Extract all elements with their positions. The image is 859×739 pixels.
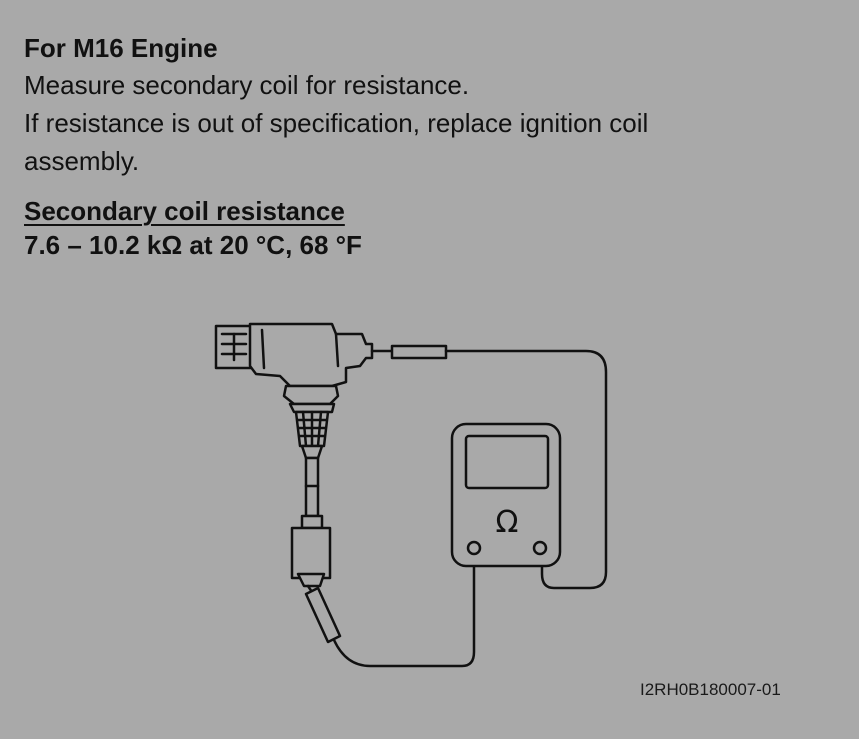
spec-title: Secondary coil resistance — [24, 196, 345, 226]
spec-value: 7.6 – 10.2 kΩ at 20 °C, 68 °F — [24, 230, 362, 260]
instruction-line-2: If resistance is out of specification, r… — [24, 108, 649, 138]
section-heading: For M16 Engine — [24, 33, 218, 63]
test-lead-icon — [390, 344, 608, 590]
instruction-line-1: Measure secondary coil for resistance. — [24, 70, 470, 100]
ignition-coil-icon — [214, 322, 394, 588]
instruction-line-3: assembly. — [24, 146, 140, 176]
ohm-symbol: Ω — [496, 505, 519, 540]
test-lead-icon — [304, 550, 476, 668]
ohmmeter-icon — [450, 422, 562, 568]
figure-id: I2RH0B180007-01 — [640, 680, 781, 699]
instruction-text: For M16 Engine Measure secondary coil fo… — [24, 30, 824, 262]
coil-test-illustration: Ω — [214, 322, 608, 668]
